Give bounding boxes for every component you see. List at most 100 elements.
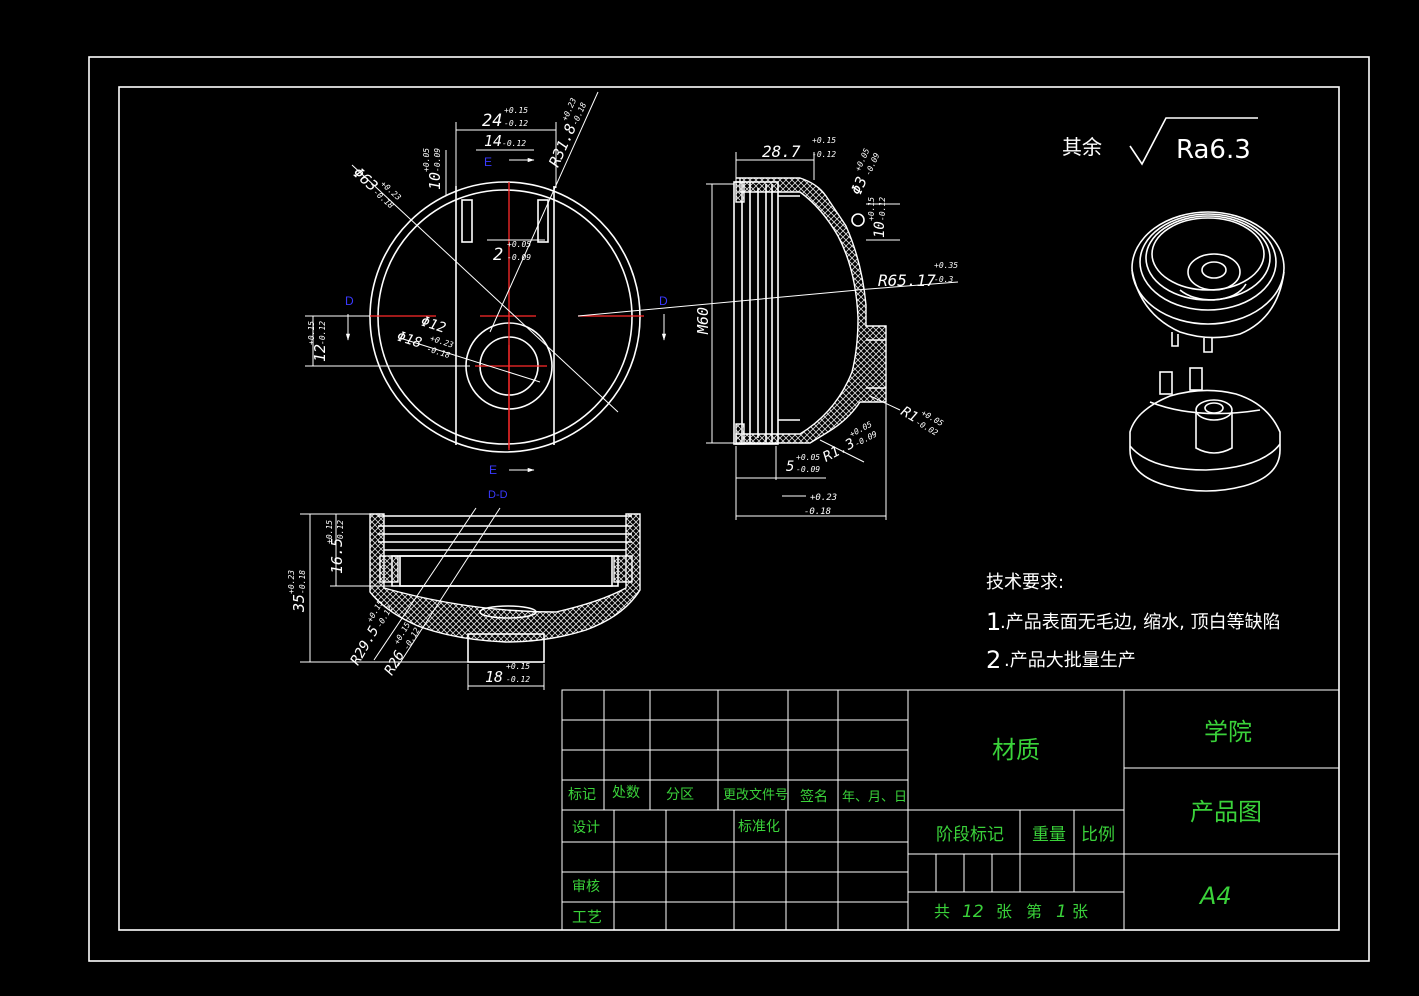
dim-12-value: 12 — [311, 344, 329, 362]
dim-r26: R26 +0.15 -0.12 — [382, 621, 422, 678]
tb-material: 材质 — [992, 736, 1040, 764]
section-label-d-right: D — [659, 294, 668, 308]
dim-10b-upper: +0.15 — [867, 197, 876, 221]
dim-023: +0.23 — [810, 493, 837, 503]
dim-r65-lower: -0.3 — [934, 275, 953, 284]
tb-no-prefix: 第 — [1026, 902, 1042, 921]
dim-18: 18 — [485, 668, 503, 686]
outer-frame — [88, 56, 1370, 962]
dim-12-upper: +0.15 — [307, 321, 316, 345]
section-label-dd: D-D — [488, 489, 508, 501]
surface-roughness-note: 其余 Ra6.3 — [1062, 117, 1258, 166]
dim-5-lower: -0.09 — [796, 465, 820, 474]
dim-phi18-value: Φ18 — [395, 329, 424, 352]
dim-10: 10 +0.05 -0.09 — [422, 148, 444, 190]
tech-item-1-number: 1 — [986, 608, 1001, 636]
section-label-d-left: D — [345, 294, 354, 308]
dim-10-lower: -0.09 — [433, 148, 442, 172]
side-section-view — [577, 152, 959, 520]
section-label-e-bottom: E — [489, 463, 497, 477]
inner-frame — [118, 86, 1340, 931]
dim-2: 2 — [493, 245, 503, 265]
tb-school: 学院 — [1204, 718, 1252, 746]
tb-size: A4 — [1198, 882, 1232, 910]
dim-5: 5 — [786, 459, 794, 475]
tb-col-sign: 签名 — [800, 788, 828, 805]
dim-35: 35 +0.23 -0.18 — [287, 570, 308, 613]
dim-35-lower: -0.18 — [298, 570, 307, 594]
dim-r31-8: R31.8 +0.23 -0.18 — [545, 96, 588, 170]
dim-10-upper: +0.05 — [422, 148, 431, 172]
title-block-text: 标记 处数 分区 更改文件号 签名 年、月、日 设计 标准化 审核 工艺 材质 … — [568, 718, 1262, 926]
tb-product: 产品图 — [1190, 798, 1262, 826]
dim-r13-value: R1.3 — [820, 436, 857, 466]
dim-r1-value: R1 — [898, 404, 921, 426]
isometric-view-bottom — [1129, 367, 1281, 492]
dim-10b-lower: -0.12 — [878, 197, 887, 221]
side-view-dimensions: 28.7 +0.15 -0.12 Φ3 +0.05 -0.09 10 +0.15… — [694, 136, 958, 517]
dim-16-5-upper: +0.15 — [325, 520, 334, 544]
tb-weight: 重量 — [1032, 825, 1066, 845]
tb-col-count: 处数 — [612, 785, 640, 801]
tb-review: 审核 — [572, 879, 600, 895]
dim-12-lower: -0.12 — [318, 321, 327, 345]
dim-phi12-value: Φ12 — [419, 314, 448, 337]
surface-note-label: 其余 — [1062, 135, 1102, 159]
dim-2-upper: +0.05 — [507, 240, 531, 249]
dim-5-upper: +0.05 — [796, 453, 820, 462]
tech-item-2: .产品大批量生产 — [1004, 650, 1136, 671]
dd-section-view: D-D — [300, 489, 641, 690]
dim-r65-upper: +0.35 — [934, 261, 958, 270]
dim-10b-value: 10 — [872, 221, 888, 238]
dim-14-tol: -0.12 — [502, 139, 526, 148]
dim-28-7: 28.7 — [762, 142, 801, 161]
tb-col-doc: 更改文件号 — [723, 788, 788, 803]
dim-018: -0.18 — [804, 507, 831, 517]
dim-phi63: Φ63 +0.23 -0.18 — [349, 164, 403, 211]
dim-r31-value: R31.8 — [545, 121, 580, 170]
dim-24: 24 — [482, 111, 502, 131]
dim-r29-value: R29.5 — [348, 623, 383, 668]
dim-r65: R65.17 — [878, 271, 936, 290]
tb-process: 工艺 — [572, 908, 602, 926]
dim-phi3-value: Φ3 — [847, 174, 871, 198]
dim-18-lower: -0.12 — [506, 675, 530, 684]
dim-phi3: Φ3 +0.05 -0.09 — [847, 147, 881, 198]
isometric-view-top — [1131, 211, 1285, 353]
dim-2-lower: -0.09 — [507, 253, 531, 262]
dim-24-lower: -0.12 — [504, 119, 528, 128]
tb-col-mark: 标记 — [568, 787, 596, 803]
dim-10b: 10 +0.15 -0.12 — [867, 197, 888, 238]
tb-col-date: 年、月、日 — [842, 790, 907, 805]
dim-28-upper: +0.15 — [812, 136, 836, 145]
dim-16-5-lower: -0.12 — [336, 520, 345, 544]
technical-requirements: 技术要求: 1 .产品表面无毛边, 缩水, 顶白等缺陷 2 .产品大批量生产 — [986, 572, 1281, 674]
dim-r1: R1 +0.05 -0.02 — [898, 404, 945, 438]
tech-title: 技术要求: — [986, 572, 1064, 593]
dim-m60-value: M60 — [694, 307, 712, 335]
dim-35-upper: +0.23 — [287, 570, 296, 594]
roughness-value: Ra6.3 — [1176, 135, 1251, 165]
dim-m60: M60 — [694, 307, 712, 335]
tb-total-prefix: 共 — [934, 902, 950, 921]
dim-phi12: Φ12 — [419, 314, 448, 337]
dim-35-value: 35 — [290, 594, 308, 613]
dim-18-upper: +0.15 — [506, 662, 530, 671]
title-block — [561, 689, 1340, 931]
dim-14: 14 — [484, 132, 502, 150]
dim-16-5-value: 16.5 — [328, 538, 346, 574]
dim-24-upper: +0.15 — [504, 106, 528, 115]
dim-r26-value: R26 — [382, 648, 409, 678]
tb-col-zone: 分区 — [666, 787, 694, 803]
tb-stage: 阶段标记 — [936, 825, 1004, 845]
dim-10-value: 10 — [426, 172, 444, 190]
tech-item-1: .产品表面无毛边, 缩水, 顶白等缺陷 — [1000, 612, 1281, 633]
tb-standard: 标准化 — [738, 819, 780, 835]
tb-scale: 比例 — [1081, 825, 1115, 845]
tb-total-unit: 张 — [996, 902, 1012, 921]
front-view: E E D D — [305, 91, 668, 477]
section-label-e-top: E — [484, 155, 492, 169]
tb-no: 1 — [1056, 902, 1067, 922]
tb-design: 设计 — [572, 820, 600, 836]
